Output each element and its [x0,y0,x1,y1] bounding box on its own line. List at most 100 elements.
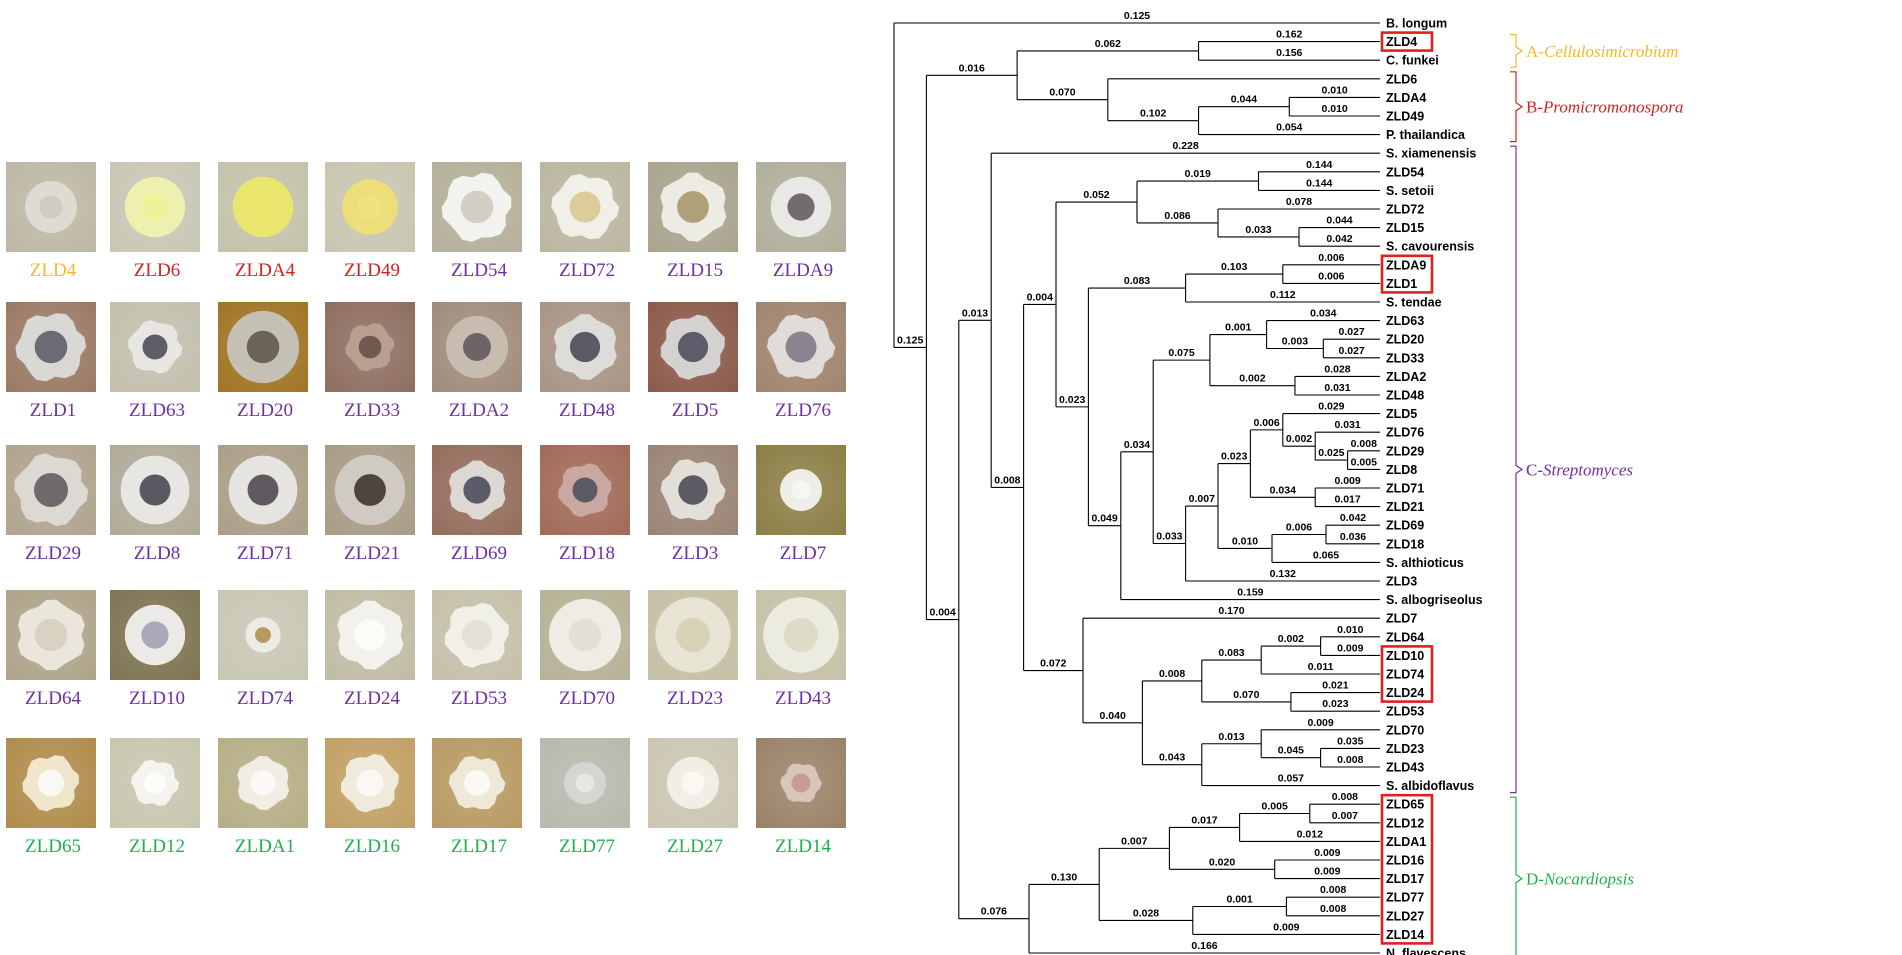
colony-photo [432,302,522,392]
colony-photo [540,445,630,535]
clade-label-b: B-Promicromonospora [1526,98,1683,117]
colony-photo [218,162,308,252]
branch-length-label: 0.057 [1278,773,1304,785]
branch-length-label: 0.034 [1124,439,1150,451]
colony-label-zld10: ZLD10 [129,688,185,709]
branch-length-label: 0.011 [1308,661,1334,673]
clade-genus: Streptomyces [1543,460,1633,479]
branch-length-label: 0.006 [1318,252,1344,264]
colony-label-zld4: ZLD4 [29,260,77,281]
branch-length-label: 0.008 [1351,438,1377,450]
branch-length-label: 0.054 [1276,122,1302,134]
branch-length-label: 0.027 [1339,345,1365,357]
leaf-label-s-althioticus: S. althioticus [1386,556,1464,570]
branch-length-label: 0.017 [1334,494,1360,506]
branch-length-label: 0.040 [1100,710,1126,722]
colony-photo [756,162,846,252]
branch-length-label: 0.144 [1306,177,1332,189]
colony-photo [325,162,415,252]
colony-label-zld71: ZLD71 [237,543,293,564]
branch-length-label: 0.228 [1172,140,1198,152]
branch-length-label: 0.004 [1027,291,1053,303]
branch-length-label: 0.023 [1221,451,1247,463]
colony-label-zld63: ZLD63 [129,400,185,421]
branch-length-label: 0.010 [1232,535,1258,547]
colony-label-zld72: ZLD72 [559,260,615,281]
colony-label-zld3: ZLD3 [671,543,719,564]
branch-length-label: 0.062 [1095,38,1121,50]
branch-length-label: 0.034 [1270,484,1296,496]
colony-label-zlda2: ZLDA2 [448,400,510,421]
colony-photo [540,162,630,252]
colony-photo [110,738,200,828]
colony-label-zld1: ZLD1 [29,400,77,421]
branch-length-label: 0.083 [1218,647,1244,659]
colony-photo [432,590,522,680]
colony-photo [6,738,96,828]
leaf-label-zld70: ZLD70 [1386,723,1424,737]
highlight-box [1380,793,1434,945]
colony-photo [110,302,200,392]
leaf-label-s-cavourensis: S. cavourensis [1386,240,1474,254]
leaf-label-zlda2: ZLDA2 [1386,370,1426,384]
colony-label-zld70: ZLD70 [559,688,615,709]
branch-length-label: 0.009 [1334,475,1360,487]
leaf-label-zld63: ZLD63 [1386,314,1424,328]
leaf-label-zlda1: ZLDA1 [1386,835,1426,849]
branch-length-label: 0.008 [1320,884,1346,896]
colony-label-zld74: ZLD74 [237,688,293,709]
leaf-label-zld21: ZLD21 [1386,500,1424,514]
branch-length-label: 0.001 [1226,894,1252,906]
colony-label-zld5: ZLD5 [671,400,719,421]
colony-photo [648,738,738,828]
leaf-label-zld48: ZLD48 [1386,389,1424,403]
colony-label-zld12: ZLD12 [129,836,185,857]
leaf-label-zld5: ZLD5 [1386,407,1417,421]
colony-photo [110,162,200,252]
leaf-label-zld4: ZLD4 [1386,35,1417,49]
clade-genus: Promicromonospora [1542,98,1683,117]
colony-photo [218,445,308,535]
leaf-label-zld64: ZLD64 [1386,630,1424,644]
branch-length-label: 0.065 [1313,549,1339,561]
leaf-label-zld23: ZLD23 [1386,742,1424,756]
branch-length-label: 0.012 [1297,828,1323,840]
branch-length-label: 0.159 [1237,587,1263,599]
colony-photo [756,302,846,392]
branch-length-label: 0.007 [1332,810,1358,822]
clade-genus: Cellulosimicrobium [1544,42,1678,61]
leaf-label-zld18: ZLD18 [1386,537,1424,551]
branch-length-label: 0.076 [981,906,1007,918]
leaf-label-zld17: ZLD17 [1386,872,1424,886]
leaf-label-zld72: ZLD72 [1386,203,1424,217]
colony-photo [6,445,96,535]
clade-label-c: C-Streptomyces [1526,460,1633,479]
colony-photo [218,590,308,680]
branch-length-label: 0.070 [1233,689,1259,701]
branch-length-label: 0.102 [1140,108,1166,120]
branch-length-label: 0.033 [1245,224,1271,236]
colony-label-zlda1: ZLDA1 [234,836,296,857]
leaf-label-zld3: ZLD3 [1386,575,1417,589]
colony-photo [6,590,96,680]
branch-length-label: 0.009 [1337,642,1363,654]
branch-length-label: 0.052 [1083,189,1109,201]
colony-label-zld23: ZLD23 [667,688,723,709]
branch-length-label: 0.036 [1340,531,1366,543]
branch-length-label: 0.013 [1218,731,1244,743]
colony-photo [432,162,522,252]
branch-length-label: 0.003 [1282,336,1308,348]
branch-length-label: 0.031 [1324,382,1350,394]
leaf-label-zld77: ZLD77 [1386,891,1424,905]
branch-length-label: 0.009 [1307,717,1333,729]
branch-length-label: 0.033 [1156,531,1182,543]
branch-length-label: 0.125 [1124,10,1150,22]
branch-length-label: 0.008 [1159,668,1185,680]
branch-length-label: 0.008 [994,474,1020,486]
branch-length-label: 0.170 [1218,605,1244,617]
branch-length-label: 0.029 [1318,401,1344,413]
branch-length-label: 0.031 [1334,419,1360,431]
branch-length-label: 0.004 [929,607,955,619]
branch-length-label: 0.035 [1337,735,1363,747]
